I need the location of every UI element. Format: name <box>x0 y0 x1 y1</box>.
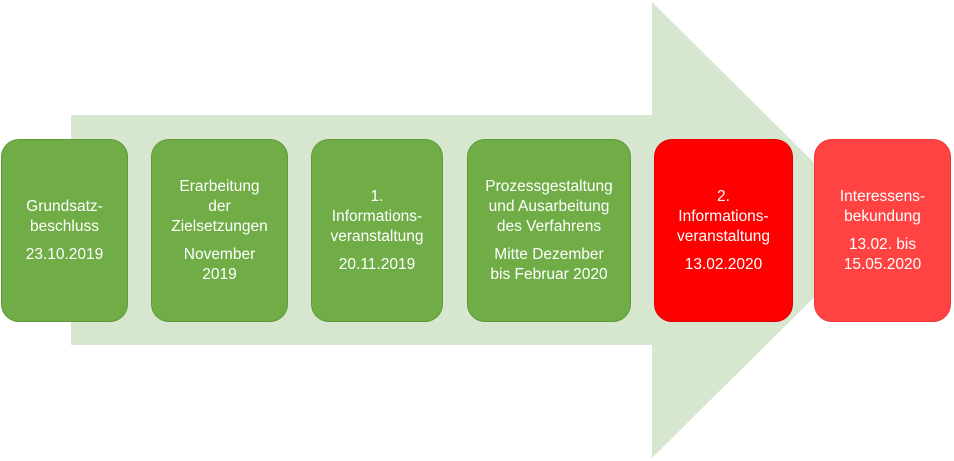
step-title-line: 1. <box>370 187 384 205</box>
step-date-line: Mitte Dezember <box>494 245 604 263</box>
step-title-line: Informations- <box>331 207 423 225</box>
step-title-line: Erarbeitung <box>179 177 260 195</box>
step-date-line: November <box>183 245 256 263</box>
step-title-line: Interessens- <box>839 187 926 205</box>
step-prozessgestaltung: Prozessgestaltung und Ausarbeitung des V… <box>467 139 631 322</box>
step-title-line: Prozessgestaltung <box>485 177 613 195</box>
step-informationsveranstaltung-2: 2. Informations- veranstaltung 13.02.202… <box>654 139 793 322</box>
step-date-line: bis Februar 2020 <box>490 265 608 283</box>
step-title-line: bekundung <box>844 207 921 225</box>
step-date-line: 23.10.2019 <box>25 245 104 263</box>
step-date-line: 13.02. bis <box>848 235 917 253</box>
step-title-line: veranstaltung <box>330 227 424 245</box>
step-date-line: 2019 <box>202 265 237 283</box>
step-title-line: Zielsetzungen <box>171 217 268 235</box>
step-date-line: 13.02.2020 <box>684 255 763 273</box>
step-title-line: der <box>208 197 231 215</box>
step-informationsveranstaltung-1: 1. Informations- veranstaltung 20.11.201… <box>311 139 443 322</box>
step-title-line: Informations- <box>678 207 769 225</box>
step-title-line: und Ausarbeitung <box>488 197 610 215</box>
step-title-line: Grundsatz- <box>26 197 103 215</box>
step-date-line: 20.11.2019 <box>338 255 416 273</box>
step-title-line: beschluss <box>30 217 99 235</box>
step-title-line: veranstaltung <box>676 227 771 245</box>
step-erarbeitung-zielsetzungen: Erarbeitung der Zielsetzungen November 2… <box>151 139 288 322</box>
step-grundsatzbeschluss: Grundsatz- beschluss 23.10.2019 <box>1 139 128 322</box>
step-title-line: des Verfahrens <box>496 217 602 235</box>
step-interessensbekundung: Interessens- bekundung 13.02. bis 15.05.… <box>814 139 951 322</box>
step-title-line: 2. <box>717 187 730 205</box>
step-date-line: 15.05.2020 <box>843 255 922 273</box>
